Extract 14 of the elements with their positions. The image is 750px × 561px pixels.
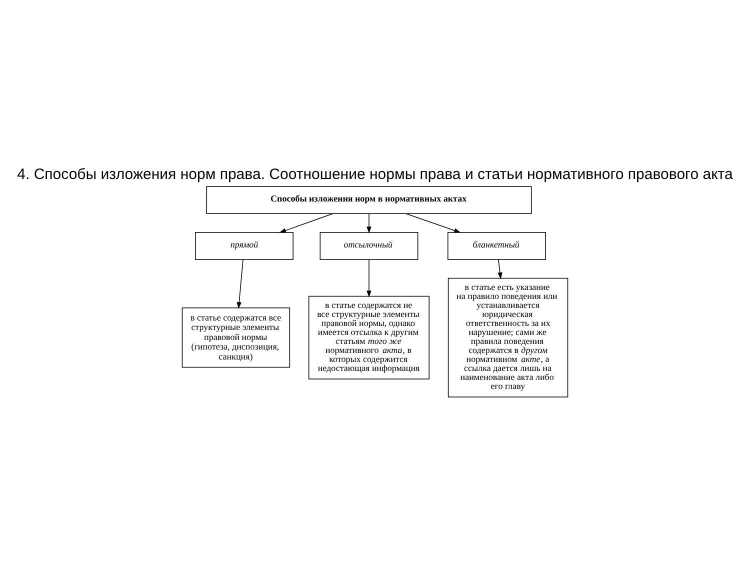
node-box: отсылочный xyxy=(320,232,418,260)
node-box: в статье содержатся не все структурные элементы правовой нормы, однако имеется отсылка к другим статьям того же нормативного акта, в которых содержится недостающая информация xyxy=(308,296,430,380)
node-box: прямой xyxy=(195,232,294,260)
arrow xyxy=(236,259,244,309)
node-box: бланкетный xyxy=(448,232,546,260)
node-box: в статье содержатся все структурные элементы правовой нормы (гипотеза, диспозиция, санкция) xyxy=(182,308,290,368)
arrow xyxy=(498,259,502,280)
arrow xyxy=(279,213,334,233)
node-box: Способы изложения норм в нормативных актах xyxy=(206,186,532,214)
arrow xyxy=(366,259,372,298)
diagram-title: 4. Способы изложения норм права. Соотношение нормы права и статьи нормативного правового акта xyxy=(17,166,733,184)
arrow xyxy=(366,213,372,234)
node-box: в статье есть указание на правило поведения или устанавливается юридическая ответственность за их нарушение; сами же правила поведения содержатся в другом нормативном акте, а ссылка дается лишь на наименование акта либо его главу xyxy=(448,278,568,398)
arrow xyxy=(406,213,461,233)
